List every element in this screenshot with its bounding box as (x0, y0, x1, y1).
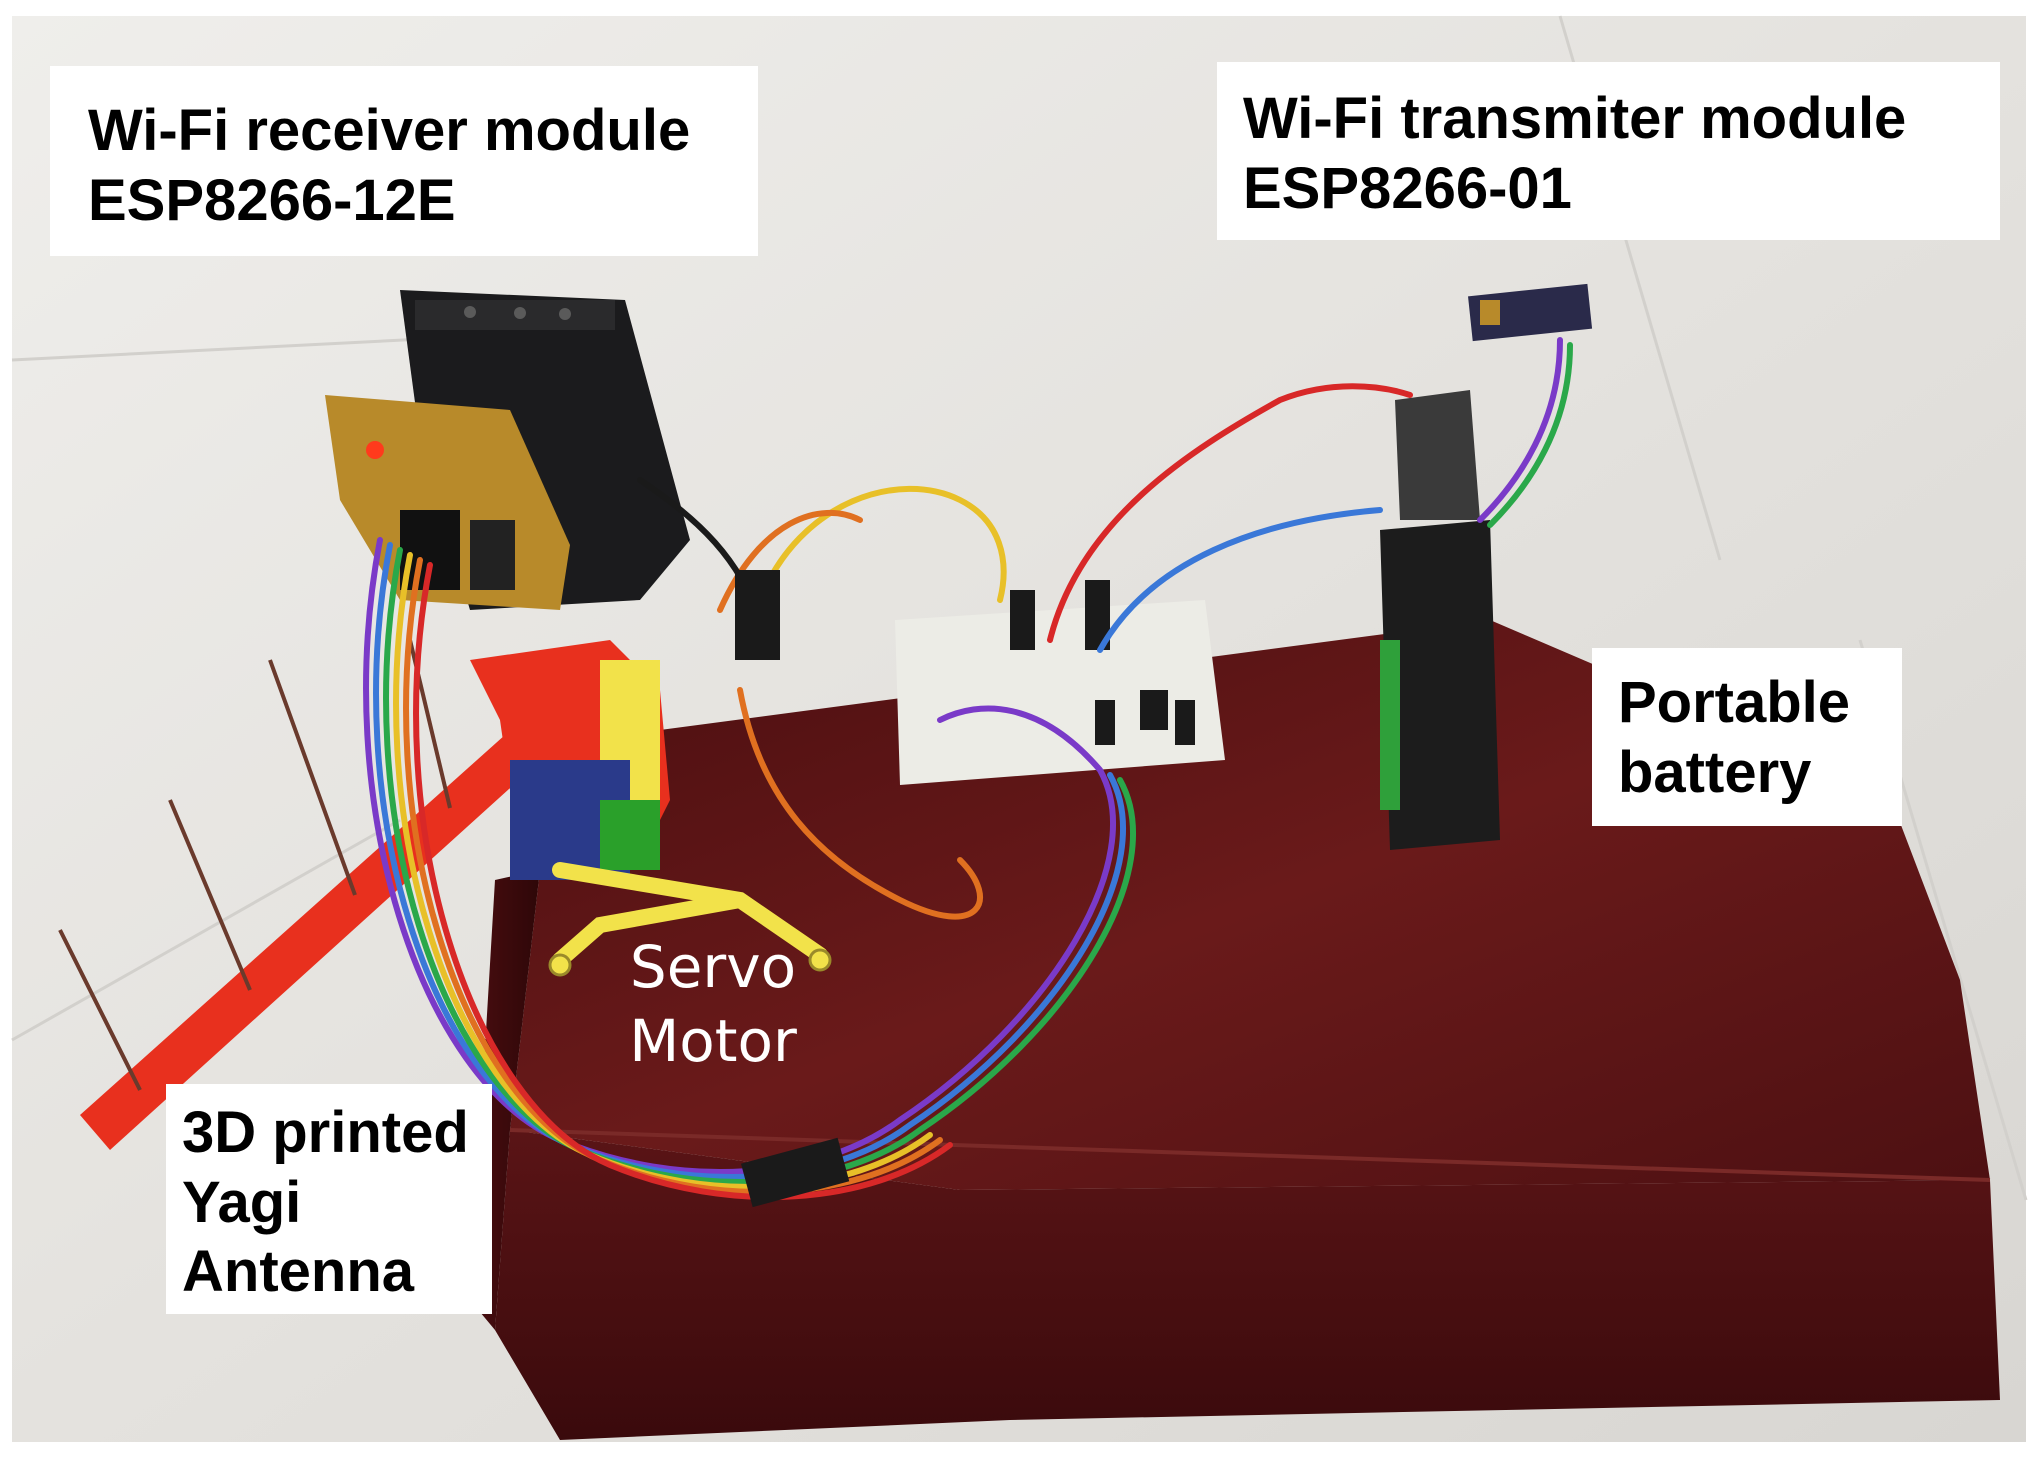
receiver-label-line-2: ESP8266-12E (88, 167, 456, 233)
portable-battery (1380, 390, 1500, 850)
receiver-module-label: Wi-Fi receiver module ESP8266-12E (50, 66, 758, 256)
servo-motor-label: Servo Motor (598, 930, 828, 1078)
wire-connector (735, 570, 780, 660)
esp8266-01-module (1468, 283, 1593, 342)
antenna-label: 3D printed Yagi Antenna (166, 1084, 492, 1314)
battery-label-line-1: Portable (1618, 670, 1851, 735)
servo-mount (470, 640, 832, 977)
servo-label-line-1: Servo (629, 933, 797, 1001)
antenna-label-line-2: Yagi (182, 1169, 302, 1235)
wire-connector (741, 1137, 850, 1208)
transmitter-module-label: Wi-Fi transmiter module ESP8266-01 (1217, 62, 2000, 240)
antenna-label-line-3: Antenna (182, 1239, 414, 1305)
battery-label-line-2: battery (1618, 739, 1812, 805)
servo-label-line-2: Motor (629, 1007, 797, 1076)
antenna-label-line-1: 3D printed (182, 1100, 469, 1165)
breadboard (895, 580, 1225, 785)
transmitter-label-line-1: Wi-Fi transmiter module (1243, 86, 1907, 151)
battery-label: Portable battery (1592, 648, 1902, 826)
receiver-label-line-1: Wi-Fi receiver module (88, 98, 691, 163)
transmitter-label-line-2: ESP8266-01 (1243, 155, 1572, 221)
